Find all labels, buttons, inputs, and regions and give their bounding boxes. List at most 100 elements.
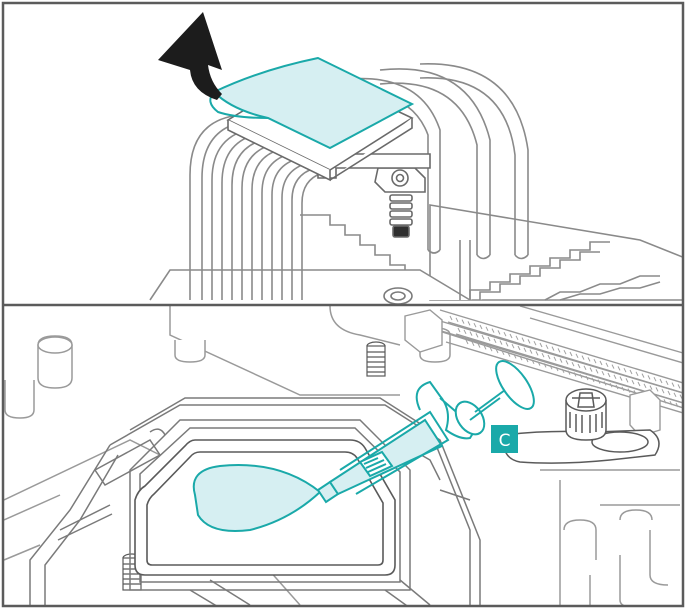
ram-pin xyxy=(625,378,629,383)
heatsink-fins xyxy=(300,204,682,301)
standoffs xyxy=(4,327,669,605)
ram-pin xyxy=(503,331,507,337)
step-label-c: C xyxy=(491,425,518,453)
ram-pin xyxy=(623,367,627,373)
ram-pin xyxy=(463,329,467,335)
ram-pin xyxy=(627,388,631,393)
ram-pin xyxy=(547,354,551,360)
ram-pin xyxy=(591,377,595,383)
ram-pin xyxy=(607,372,611,378)
ram-pin xyxy=(519,355,523,361)
ram-pin xyxy=(587,357,591,362)
ram-pin xyxy=(557,348,561,353)
ram-pin xyxy=(479,324,483,330)
ram-pin xyxy=(461,319,465,324)
ram-pin xyxy=(671,382,675,387)
ram-pin xyxy=(617,366,621,371)
ram-pin xyxy=(499,340,503,345)
step-label-text: C xyxy=(499,431,511,451)
ram-pin xyxy=(491,328,495,333)
ram-pin xyxy=(489,346,493,352)
ram-pin xyxy=(599,360,603,366)
ram-pin xyxy=(469,331,473,336)
ram-slot-clips xyxy=(404,309,661,437)
ram-pin xyxy=(543,363,547,368)
ram-pin xyxy=(465,339,469,345)
ram-pin xyxy=(477,343,481,348)
ram-pin xyxy=(611,364,615,369)
ram-pin xyxy=(507,352,511,357)
ram-pin xyxy=(483,345,487,350)
ram-pin xyxy=(533,340,537,346)
ram-pin xyxy=(457,327,461,333)
ram-pin xyxy=(601,370,605,376)
peel-direction-arrow xyxy=(158,12,222,100)
ram-pin xyxy=(455,317,459,323)
ram-pin xyxy=(511,343,515,349)
thermal-paste-syringe xyxy=(316,360,535,504)
ram-pin xyxy=(663,399,667,404)
ram-pin xyxy=(539,342,543,348)
ram-pin xyxy=(667,390,671,396)
mount-thumbscrew xyxy=(503,388,660,464)
ram-pin xyxy=(613,374,617,380)
ram-pin xyxy=(559,358,563,363)
film-peel-edge xyxy=(209,91,269,119)
ram-pin xyxy=(471,341,475,347)
ram-pin xyxy=(573,372,577,377)
ram-pin xyxy=(665,380,669,386)
ram-pin xyxy=(527,339,531,344)
ram-pin xyxy=(473,322,477,328)
ram-pin xyxy=(605,362,609,368)
ram-pin xyxy=(649,385,653,390)
ram-pin xyxy=(497,330,501,335)
ram-pin xyxy=(531,359,535,365)
ram-pin xyxy=(567,370,571,375)
ram-pin xyxy=(575,353,579,359)
ram-pin xyxy=(529,349,533,354)
ram-pin xyxy=(581,355,585,360)
ram-pin xyxy=(541,352,545,358)
ram-pin xyxy=(643,383,647,389)
ram-pin xyxy=(593,358,597,364)
ram-pin xyxy=(513,354,517,359)
ram-pin xyxy=(553,356,557,362)
ram-slots xyxy=(419,306,682,414)
ram-pin xyxy=(673,392,677,398)
ram-pin xyxy=(561,368,565,374)
ram-pin xyxy=(495,348,499,354)
ram-pin xyxy=(585,375,589,381)
ram-pin xyxy=(677,384,681,389)
ram-pin xyxy=(515,335,519,341)
ram-pin xyxy=(565,360,569,365)
ram-pin xyxy=(545,344,549,350)
ram-pin xyxy=(619,376,623,381)
ram-pin xyxy=(501,350,505,356)
protective-film xyxy=(212,56,415,150)
ram-pin xyxy=(589,367,593,372)
mounting-hole xyxy=(383,287,413,304)
cpu-load-plate xyxy=(129,419,411,591)
cooler-base-plate xyxy=(149,269,471,301)
bottom-panel-thermal-paste: C xyxy=(4,306,682,605)
ram-pin xyxy=(509,333,513,339)
ram-pin xyxy=(661,388,665,394)
ram-pin xyxy=(631,379,635,385)
ram-pin xyxy=(537,361,541,366)
ram-pin xyxy=(609,382,613,388)
ram-pin xyxy=(641,373,645,378)
socket-retention-frame xyxy=(29,397,481,605)
ram-pin xyxy=(467,321,471,326)
ram-pin xyxy=(523,347,527,353)
ram-pin xyxy=(525,357,529,363)
ram-pin xyxy=(615,384,619,390)
ram-pin xyxy=(517,345,521,351)
ram-pin xyxy=(659,378,663,384)
ram-pin xyxy=(535,351,539,356)
ram-pin xyxy=(595,369,599,374)
ram-pin xyxy=(521,337,525,342)
ram-pin xyxy=(485,326,489,332)
